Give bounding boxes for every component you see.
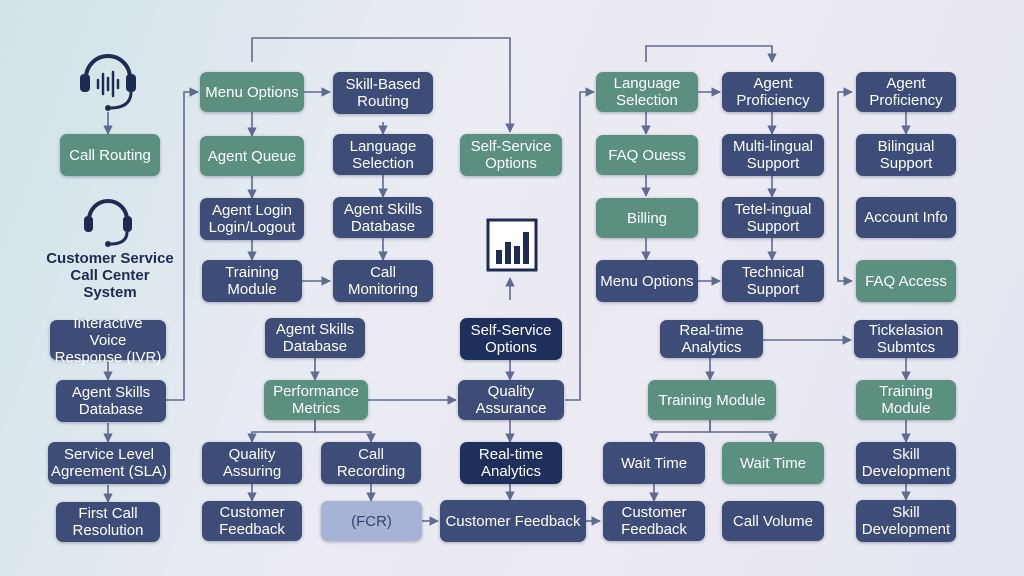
customer-feedback-node: Customer Feedback — [603, 501, 705, 541]
connector — [837, 92, 853, 286]
faq-ouess-node: FAQ Ouess — [596, 135, 698, 175]
service-level-agreement-node: Service Level Agreement (SLA) — [48, 442, 170, 484]
customer-feedback-node: Customer Feedback — [202, 501, 302, 541]
call-monitoring-node: Call Monitoring — [333, 260, 433, 302]
headset-waveform-icon — [80, 54, 136, 111]
connector — [649, 420, 711, 443]
bar-chart-icon — [486, 218, 538, 272]
technical-support-node: Technical Support — [722, 260, 824, 302]
connector — [166, 87, 199, 401]
ticket-submits-node: Tickelasion Submtcs — [854, 320, 958, 358]
skill-development-node: Skill Development — [856, 500, 956, 542]
faq-access-node: FAQ Access — [856, 260, 956, 302]
menu-options-node: Menu Options — [596, 260, 698, 302]
multilingual-support-node: Multi-lingual Support — [722, 134, 824, 176]
realtime-analytics-node: Real-time Analytics — [460, 442, 562, 484]
tetel-ingual-support-node: Tetel-ingual Support — [722, 197, 824, 238]
connector — [709, 420, 778, 443]
self-service-options-node: Self-Service Options — [460, 134, 562, 176]
training-module-node: Training Module — [648, 380, 776, 420]
call-recording-node: Call Recording — [321, 442, 421, 484]
wait-time-node: Wait Time — [722, 442, 824, 484]
customer-feedback-node: Customer Feedback — [440, 500, 586, 542]
bilingual-support-node: Bilingual Support — [856, 134, 956, 176]
realtime-analytics-node: Real-time Analytics — [660, 320, 763, 358]
training-module-node: Training Module — [856, 380, 956, 420]
diagram-title: Customer Service Call Center System — [46, 250, 174, 301]
performance-metrics-node: Performance Metrics — [264, 380, 368, 420]
language-selection-node: Language Selection — [333, 134, 433, 175]
first-call-resolution-node: First Call Resolution — [56, 502, 160, 542]
agent-proficiency-node: Agent Proficiency — [722, 72, 824, 112]
billing-node: Billing — [596, 198, 698, 238]
language-selection-node: Language Selection — [596, 72, 698, 112]
call-routing-node: Call Routing — [60, 134, 160, 176]
agent-queue-node: Agent Queue — [200, 136, 304, 176]
quality-assuring-node: Quality Assuring — [202, 442, 302, 484]
account-info-node: Account Info — [856, 197, 956, 238]
skill-development-node: Skill Development — [856, 442, 956, 484]
agent-skills-database-node: Agent Skills Database — [265, 318, 365, 358]
connector — [565, 87, 595, 401]
connector — [314, 420, 376, 443]
agent-skills-database-node: Agent Skills Database — [56, 380, 166, 422]
menu-options-node: Menu Options — [200, 72, 304, 112]
connector — [645, 45, 777, 63]
self-service-options-node: Self-Service Options — [460, 318, 562, 360]
training-module-node: Training Module — [202, 260, 302, 302]
skill-based-routing-node: Skill-Based Routing — [333, 72, 433, 114]
agent-proficiency-node: Agent Proficiency — [856, 72, 956, 112]
call-volume-node: Call Volume — [722, 501, 824, 541]
agent-login-node: Agent Login Login/Logout — [200, 198, 304, 240]
ivr-node: Interactive Voice Response (IVR) — [50, 315, 166, 366]
connector — [247, 420, 316, 443]
agent-skills-database-node: Agent Skills Database — [333, 197, 433, 238]
headset-icon — [84, 199, 132, 247]
wait-time-node: Wait Time — [603, 442, 705, 484]
connector — [251, 37, 515, 133]
fcr-node: (FCR) — [321, 501, 422, 541]
quality-assurance-node: Quality Assurance — [458, 380, 564, 420]
